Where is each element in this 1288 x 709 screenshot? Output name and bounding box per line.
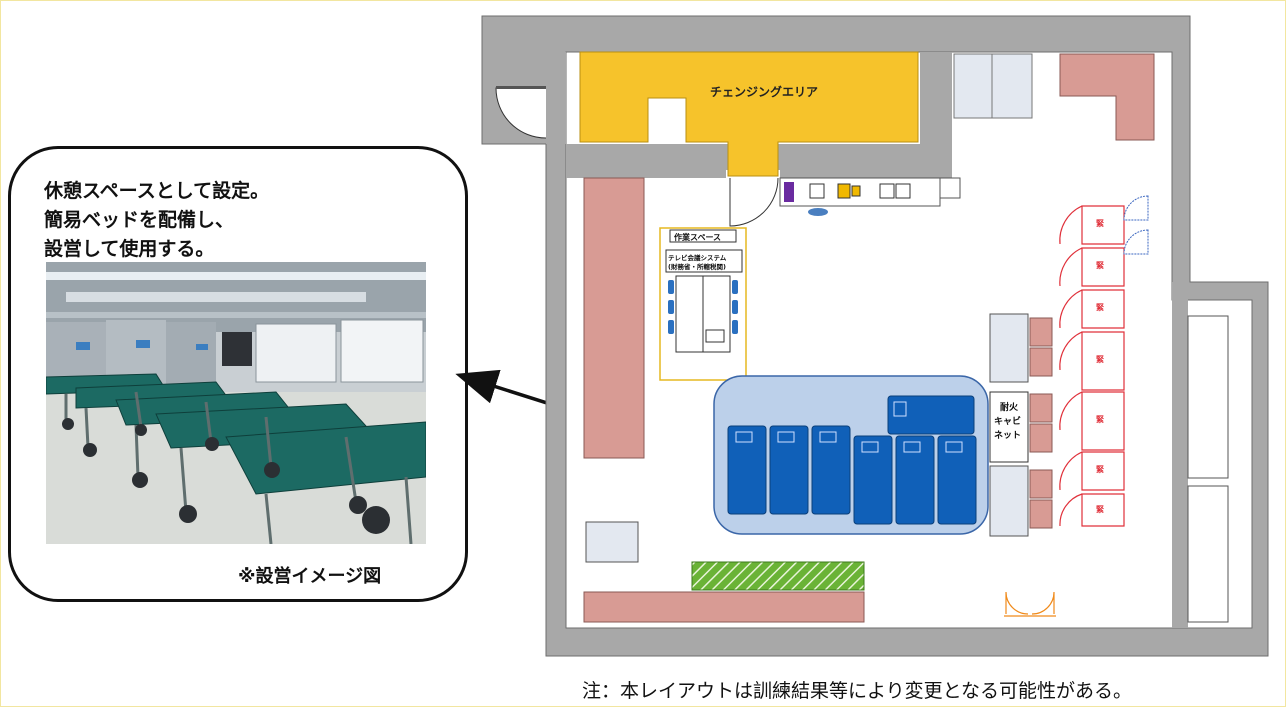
cots — [727, 395, 977, 525]
cot-setup-photo — [46, 262, 426, 544]
photo-caption: ※設営イメージ図 — [238, 566, 382, 587]
callout-text-line-1: 休憩スペースとして設定。 — [44, 180, 270, 202]
callout-text-line-3: 設営して使用する。 — [44, 238, 215, 260]
emergency-lockers — [1059, 205, 1125, 527]
callout-text-line-2: 簡易ベッドを配備し、 — [44, 209, 235, 231]
tv-conf-label-1: テレビ会議システム — [668, 253, 727, 262]
changing-area-label: チェンジングエリア — [710, 84, 818, 99]
locker-label: 緊 — [1096, 260, 1104, 270]
locker-label: 緊 — [1096, 464, 1104, 474]
locker-label: 緊 — [1096, 218, 1104, 228]
green-hatched-area — [691, 561, 865, 591]
storage-top-right — [1059, 53, 1155, 141]
cabinet-label-1: 耐火 — [1000, 401, 1019, 413]
cabinet-label-2: キャビ — [994, 415, 1021, 427]
locker-label: 緊 — [1096, 354, 1104, 364]
locker-label: 緊 — [1096, 504, 1104, 514]
locker-label: 緊 — [1096, 414, 1104, 424]
tv-conf-label-2: (財務省・所轄税関) — [668, 262, 726, 271]
layout-footnote: 注：本レイアウトは訓練結果等により変更となる可能性がある。 — [582, 680, 1133, 702]
fire-cabinet — [989, 391, 1029, 463]
storage-bottom — [583, 591, 865, 623]
changing-area — [579, 51, 919, 177]
work-space-label: 作業スペース — [674, 232, 721, 242]
storage-left — [583, 177, 645, 459]
locker-label: 緊 — [1096, 302, 1104, 312]
cabinet-label-3: ネット — [994, 430, 1021, 441]
